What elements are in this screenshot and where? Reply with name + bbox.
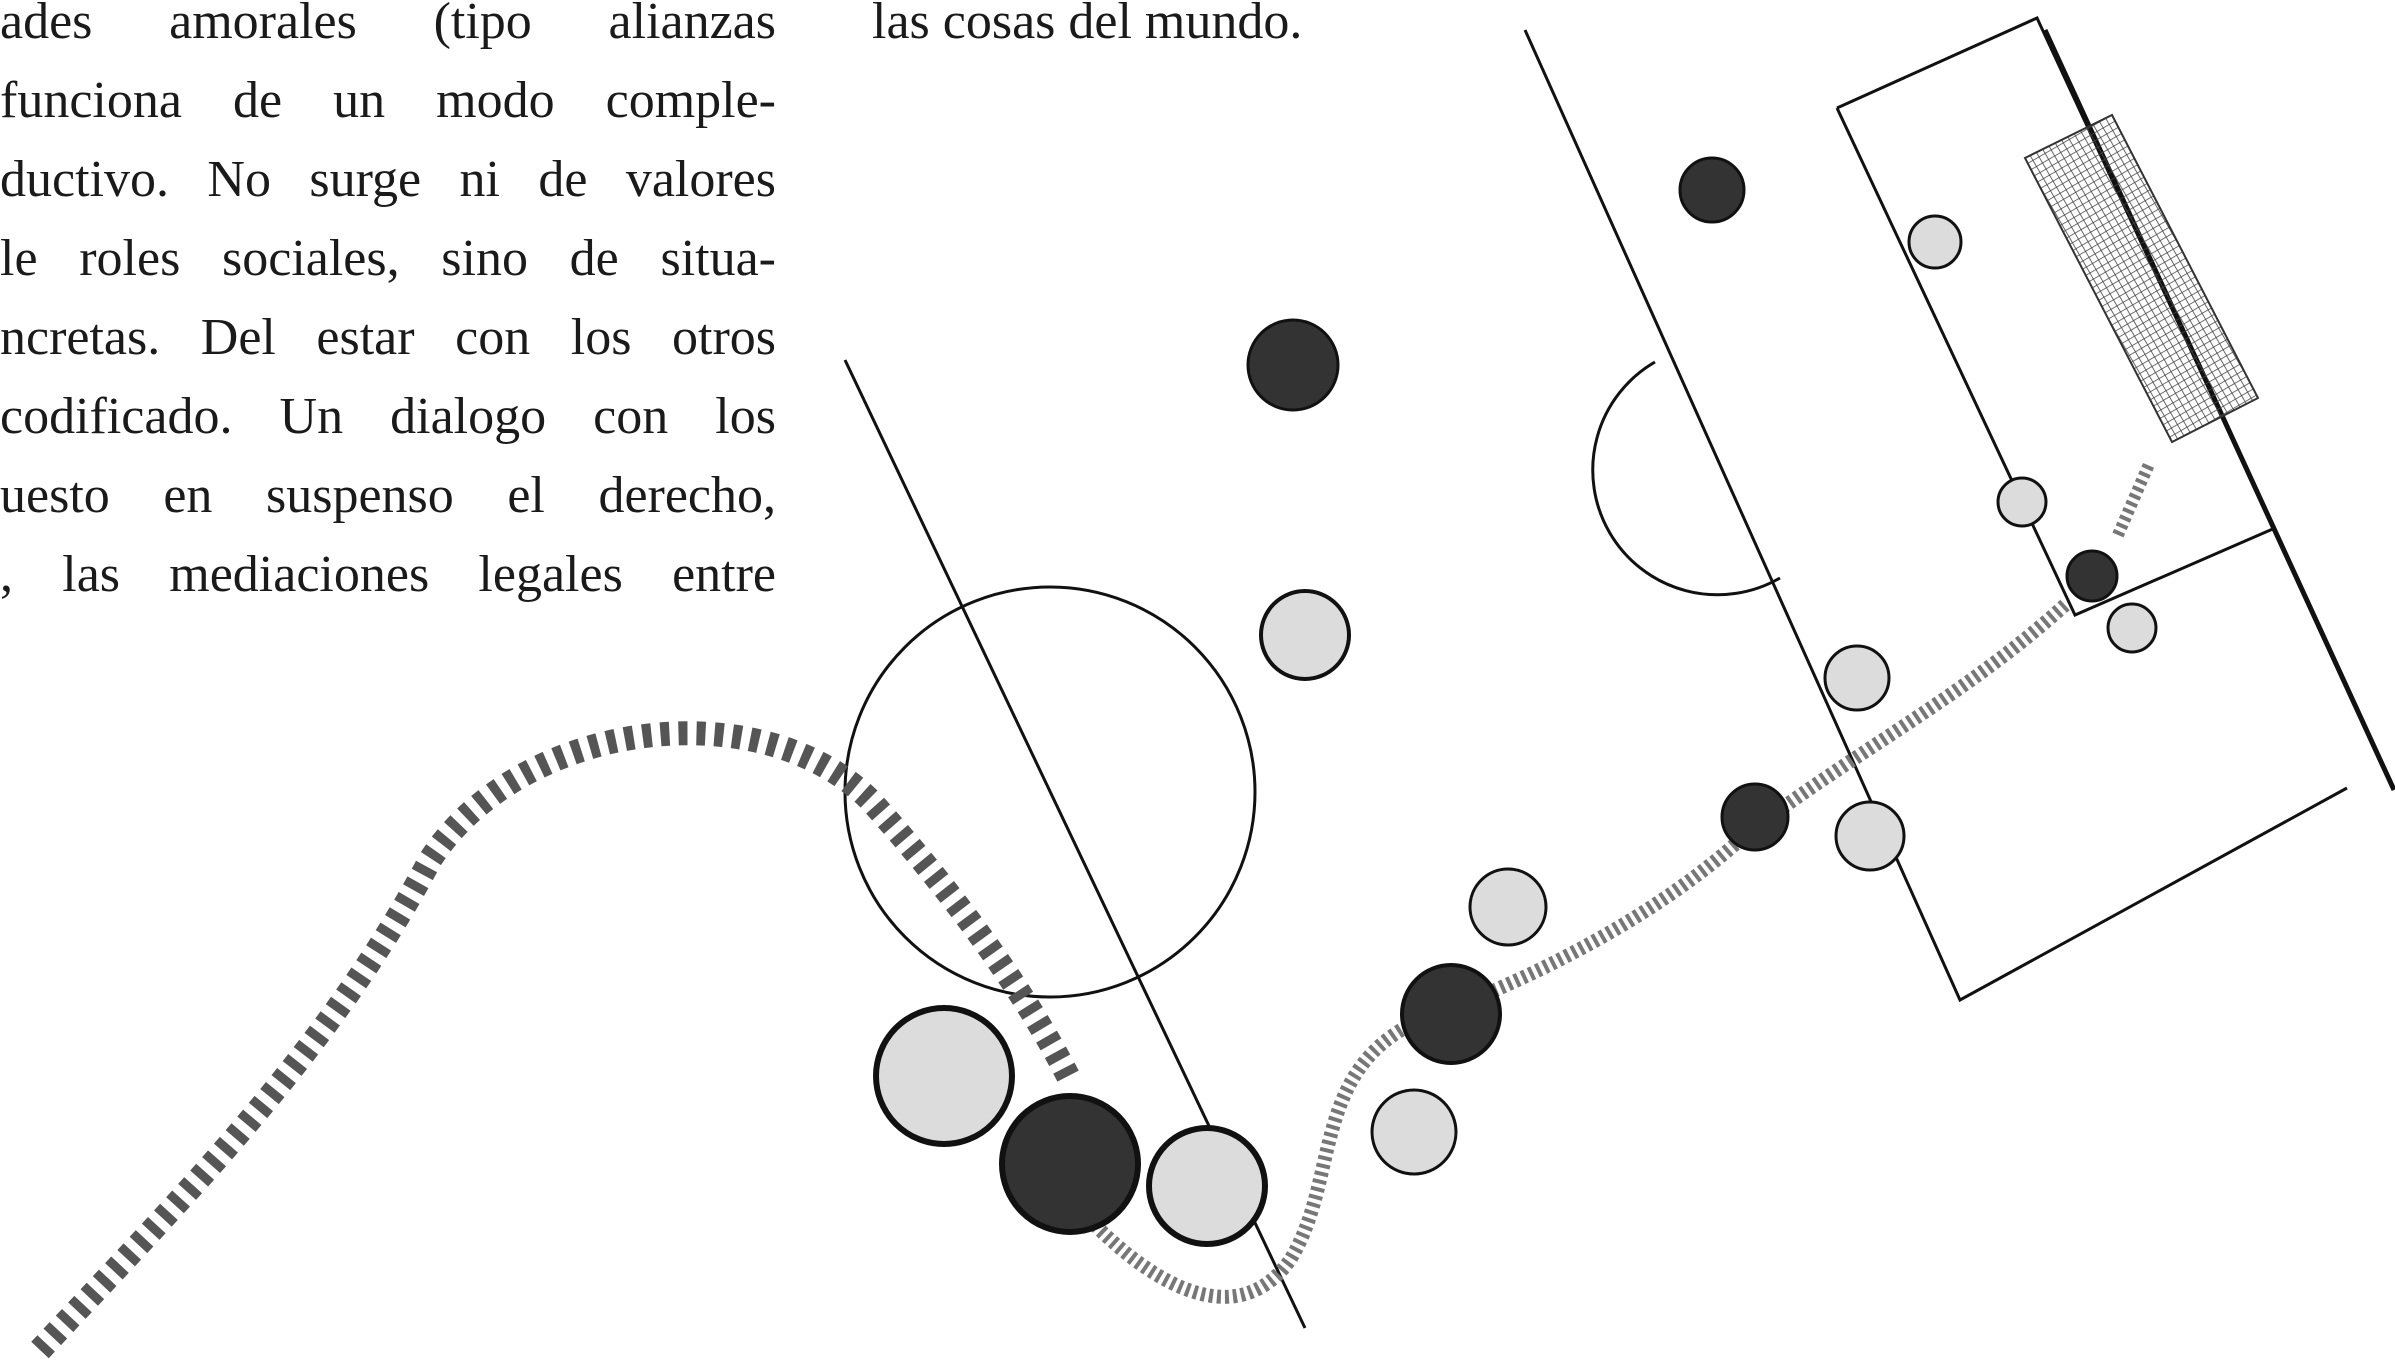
text-line: ades amorales (tipo alianzas xyxy=(0,0,776,50)
player-light xyxy=(1996,476,2048,528)
text-line: , las mediaciones legales entre xyxy=(0,546,776,603)
text-line: ncretas. Del estar con los otros xyxy=(0,309,776,366)
text-column-left: ades amorales (tipo alianzas funciona de… xyxy=(0,0,776,614)
text-column-right: las cosas del mundo. xyxy=(872,0,1302,61)
player-light xyxy=(2106,602,2158,654)
penalty-area-line xyxy=(1523,29,2348,1003)
player-dark xyxy=(1400,963,1502,1065)
text-line: ductivo. No surge ni de valores xyxy=(0,151,776,208)
penalty-arc xyxy=(1591,360,1781,597)
player-light xyxy=(873,1005,1015,1147)
goal-area xyxy=(1835,107,2276,617)
player-dark xyxy=(1678,156,1746,224)
ball-path-thick xyxy=(31,721,1081,1359)
player-dark xyxy=(999,1093,1141,1235)
text-line: las cosas del mundo. xyxy=(872,0,1303,50)
player-dark xyxy=(2065,549,2119,603)
text-line: le roles sociales, sino de situa- xyxy=(0,230,776,287)
player-light xyxy=(1259,589,1351,681)
player-light xyxy=(1146,1125,1268,1247)
player-light xyxy=(1468,867,1548,947)
ball-path-shot xyxy=(2112,459,2156,538)
player-dark xyxy=(1720,782,1790,852)
text-line: uesto en suspenso el derecho, xyxy=(0,467,776,524)
player-dark xyxy=(1246,318,1340,412)
text-line: funciona de un modo comple- xyxy=(0,72,776,129)
text-line: codificado. Un dialogo con los xyxy=(0,388,776,445)
player-light xyxy=(1370,1088,1458,1176)
player-light xyxy=(1823,644,1891,712)
player-light xyxy=(1907,214,1963,270)
goal-net xyxy=(2023,113,2260,444)
players xyxy=(873,156,2158,1247)
player-light xyxy=(1834,800,1906,872)
